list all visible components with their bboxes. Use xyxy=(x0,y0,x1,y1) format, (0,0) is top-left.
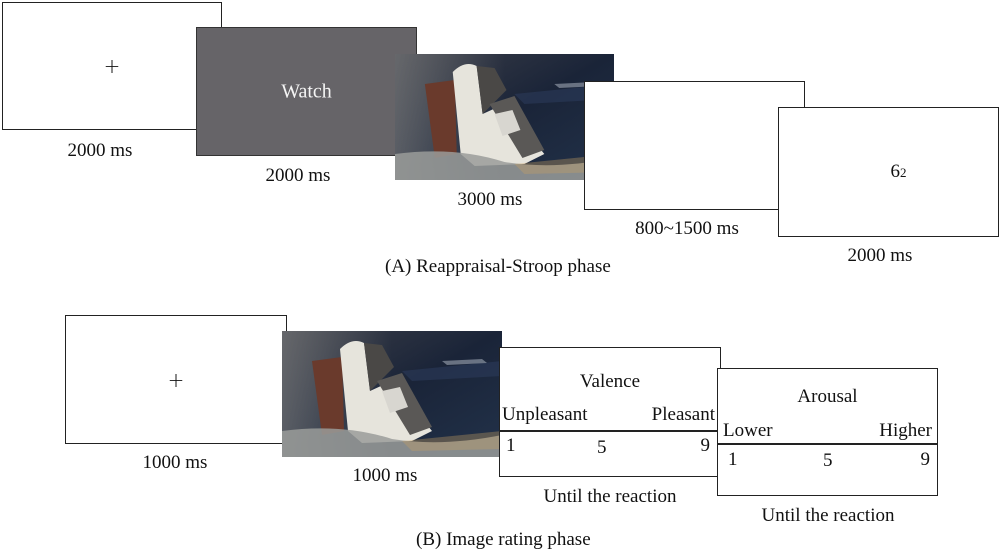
arousal-scale-mid: 5 xyxy=(823,450,833,471)
arousal-scale-max: 9 xyxy=(920,449,931,470)
fixation-frame-b: + xyxy=(65,315,287,444)
arousal-rating-frame: Arousal Lower Higher 1 5 9 xyxy=(717,368,938,496)
duration-label: 800~1500 ms xyxy=(635,218,739,239)
duration-label: 3000 ms xyxy=(457,189,523,210)
arousal-scale-line xyxy=(718,443,937,445)
duration-label: Until the reaction xyxy=(543,486,677,507)
cue-word: Watch xyxy=(281,80,332,102)
fixation-cross: + xyxy=(167,367,185,392)
sinking-ship-image xyxy=(395,54,614,180)
valence-scale-max: 9 xyxy=(700,435,711,456)
arousal-right-anchor: Higher xyxy=(879,420,932,441)
duration-label: Until the reaction xyxy=(761,505,895,526)
valence-title: Valence xyxy=(579,371,641,392)
valence-left-anchor: Unpleasant xyxy=(502,404,588,425)
cue-frame: Watch xyxy=(196,27,417,156)
phase-b-caption: (B) Image rating phase xyxy=(416,529,591,550)
phase-a-caption: (A) Reappraisal-Stroop phase xyxy=(385,256,611,277)
stroop-digits: 62 xyxy=(799,161,998,183)
valence-scale-min: 1 xyxy=(506,435,516,456)
duration-label: 2000 ms xyxy=(847,245,913,266)
fixation-cross: + xyxy=(103,54,121,78)
duration-label: 2000 ms xyxy=(265,165,331,186)
arousal-scale-min: 1 xyxy=(728,449,738,470)
fixation-frame-a: + xyxy=(2,2,222,130)
blank-frame xyxy=(584,81,805,210)
valence-scale-mid: 5 xyxy=(597,437,607,458)
valence-rating-frame: Valence Unpleasant Pleasant 1 5 9 xyxy=(499,347,721,477)
duration-label: 2000 ms xyxy=(67,140,133,161)
duration-label: 1000 ms xyxy=(352,465,418,486)
stroop-frame: 62 xyxy=(778,107,999,237)
valence-scale-line xyxy=(500,430,720,432)
arousal-title: Arousal xyxy=(797,386,858,407)
sinking-ship-image xyxy=(282,331,502,457)
stroop-small-digit: 2 xyxy=(900,165,907,180)
valence-right-anchor: Pleasant xyxy=(651,404,715,425)
stroop-large-digit: 6 xyxy=(890,161,901,182)
arousal-left-anchor: Lower xyxy=(723,420,773,441)
duration-label: 1000 ms xyxy=(142,452,208,473)
